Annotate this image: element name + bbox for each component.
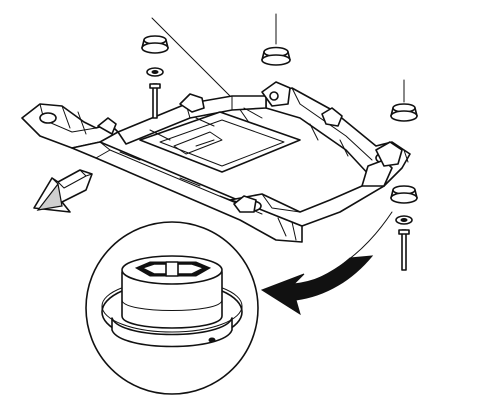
fastener-stack-right-lower: [390, 185, 418, 271]
forward-direction-arrow-icon: [33, 169, 93, 213]
bushing-detail-view: [85, 221, 259, 395]
fastener-stack-front-left: [141, 35, 169, 119]
detail-callout-arrow-icon: [260, 211, 393, 316]
body-frame: [21, 81, 411, 243]
fastener-stack-rear-center: [261, 13, 291, 66]
fastener-stack-right-upper: [390, 79, 418, 122]
